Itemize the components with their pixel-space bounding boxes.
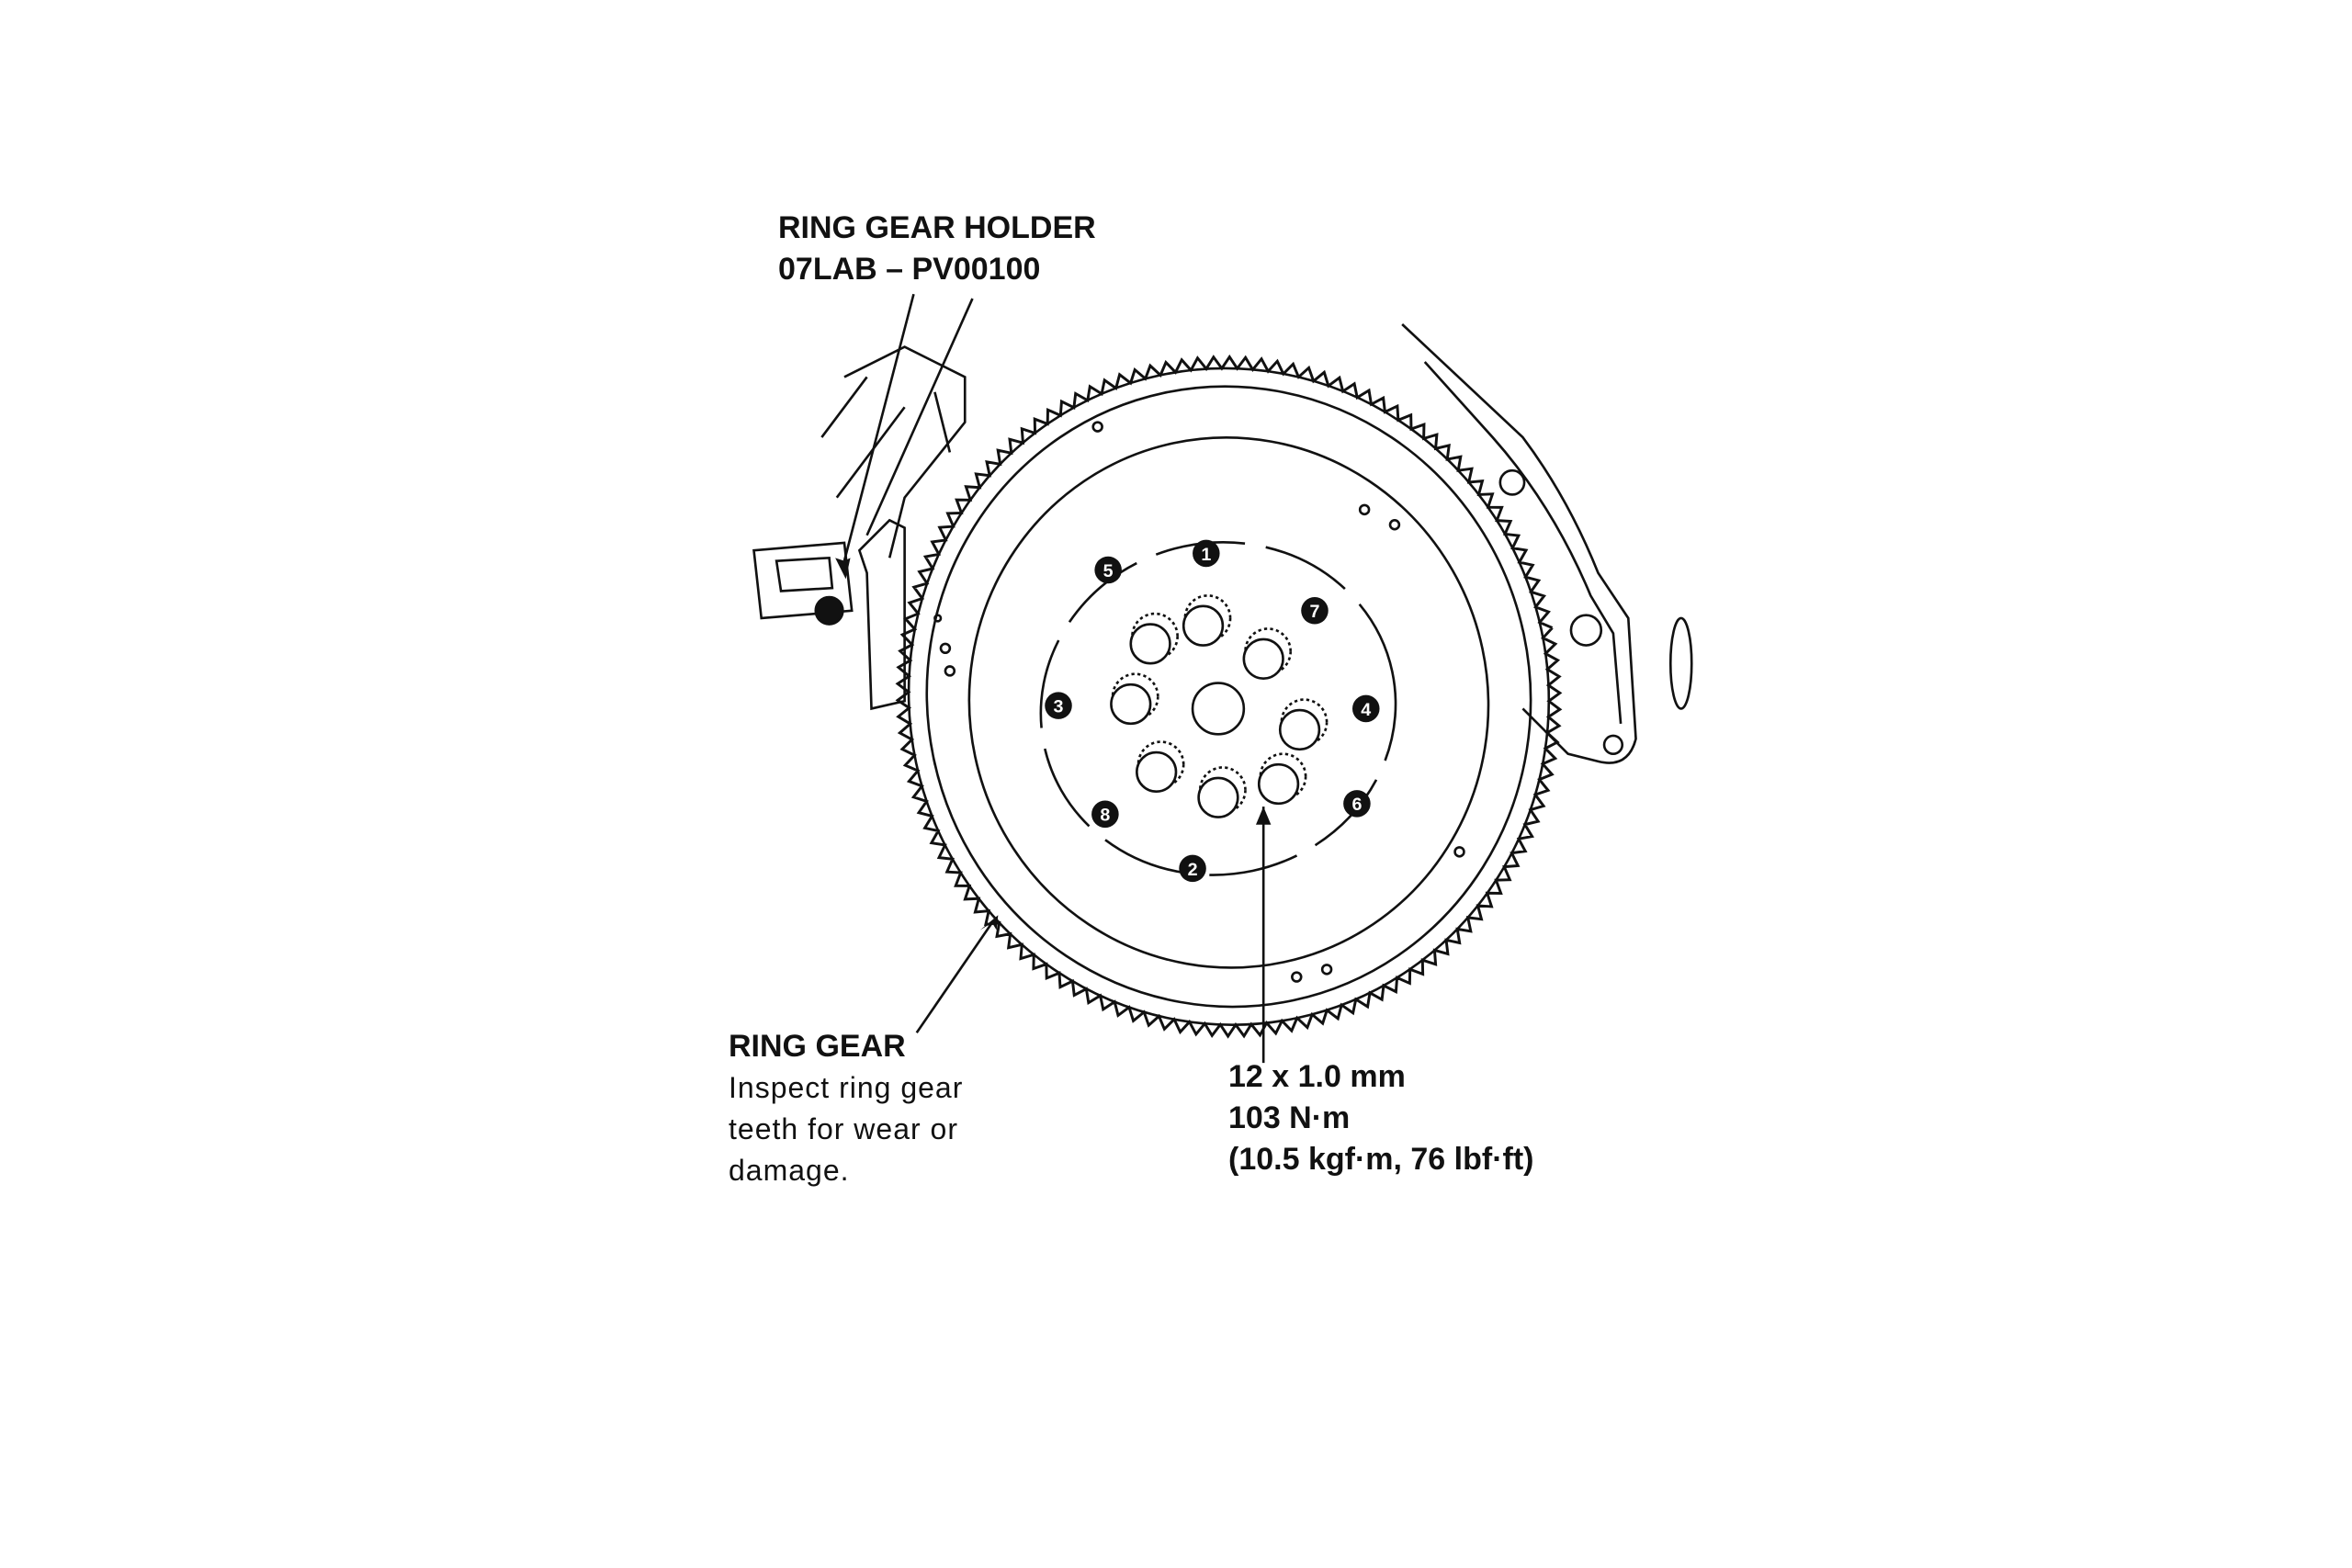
flywheel-bolt <box>1197 766 1247 818</box>
ring-gear-note-line: damage. <box>729 1154 850 1187</box>
engine-block-outline <box>1401 323 1637 764</box>
sequence-number: 2 <box>1188 860 1198 880</box>
sequence-marker-4: 4 <box>1352 694 1380 723</box>
sequence-number: 5 <box>1103 561 1114 581</box>
sequence-number: 8 <box>1100 806 1110 826</box>
bolt-size: 12 x 1.0 mm <box>1228 1059 1406 1094</box>
holder-part-number: 07LAB – PV00100 <box>778 252 1041 287</box>
sequence-marker-8: 8 <box>1091 800 1119 829</box>
sequence-marker-5: 5 <box>1094 556 1122 584</box>
flywheel-bolt <box>1182 594 1232 647</box>
sequence-number: 3 <box>1054 697 1064 717</box>
sequence-marker-2: 2 <box>1179 854 1206 883</box>
ring-gear-teeth <box>895 354 1563 1039</box>
sequence-marker-1: 1 <box>1193 539 1220 568</box>
sequence-number: 1 <box>1201 545 1211 565</box>
bolt-torque: 103 N·m <box>1228 1100 1351 1135</box>
holder-title: RING GEAR HOLDER <box>778 210 1096 245</box>
sequence-number: 7 <box>1309 602 1319 622</box>
flywheel-bolt <box>1129 612 1179 665</box>
flywheel-bolt <box>1257 752 1307 806</box>
flywheel-bolt <box>1278 698 1329 751</box>
flywheel-bolt <box>1110 672 1159 726</box>
flywheel-bolt <box>1136 740 1185 794</box>
ring-gear-note-line: Inspect ring gear <box>729 1071 964 1104</box>
ring-gear-note-line: teeth for wear or <box>729 1112 958 1145</box>
holder-leader-line <box>842 293 915 561</box>
sequence-marker-7: 7 <box>1301 597 1329 625</box>
sequence-number: 6 <box>1351 795 1362 815</box>
ring-gear-holder-tool <box>752 518 906 711</box>
sequence-number: 4 <box>1361 700 1371 720</box>
ring-gear-leader-line <box>915 921 993 1034</box>
sequence-marker-6: 6 <box>1343 790 1371 818</box>
flywheel-bolt <box>1242 627 1293 680</box>
sequence-marker-3: 3 <box>1045 692 1072 719</box>
ring-gear-title: RING GEAR <box>729 1029 906 1064</box>
bolt-torque-alt: (10.5 kgf·m, 76 lbf·ft) <box>1228 1142 1534 1177</box>
